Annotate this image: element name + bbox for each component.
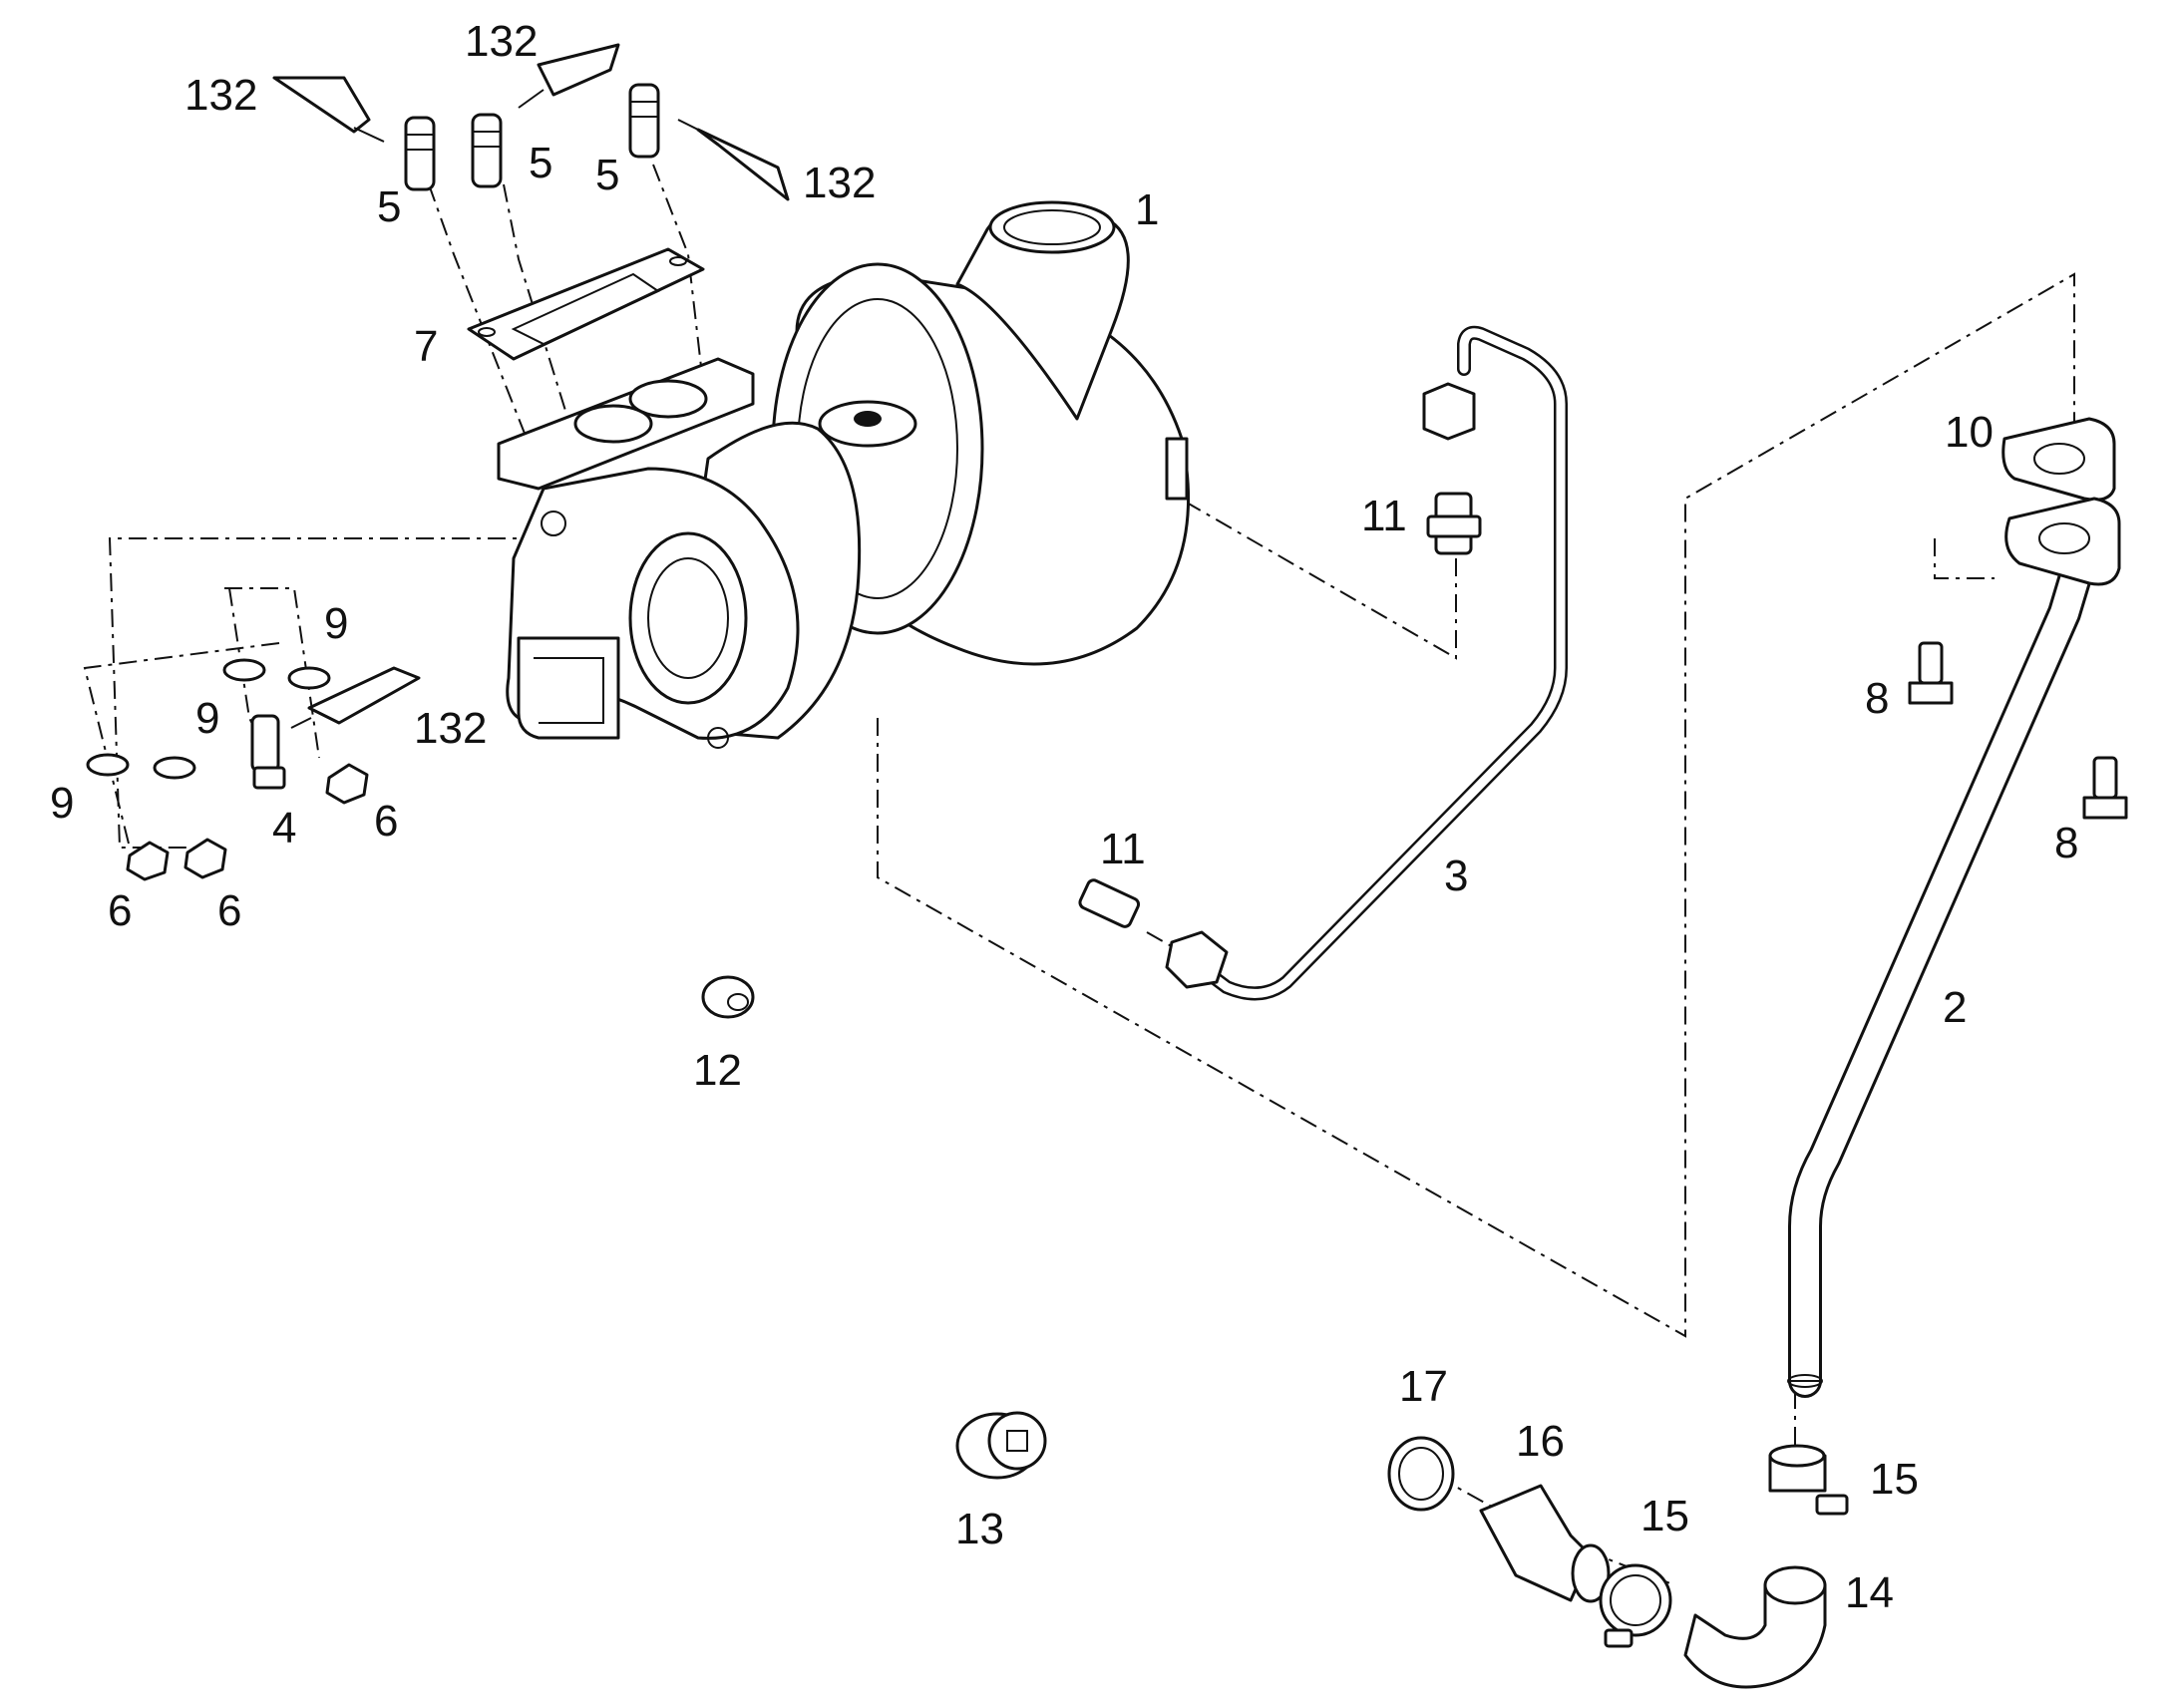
callout-14: 14 (1845, 1568, 1894, 1617)
bolts-8 (1908, 641, 2128, 820)
oil-drain-pipe (1787, 546, 2096, 1398)
callout-7: 7 (414, 322, 438, 371)
callout-11a: 11 (1361, 492, 1407, 540)
callout-6b: 6 (217, 886, 241, 935)
callout-5a: 5 (377, 182, 401, 231)
callout-labels: 1 2 3 4 5 5 5 6 6 6 7 8 8 9 9 9 10 11 11… (50, 17, 2078, 1617)
studs (404, 83, 660, 191)
callout-9b: 9 (195, 694, 219, 743)
callout-2: 2 (1943, 983, 1967, 1032)
callout-4: 4 (272, 804, 296, 853)
callout-1: 1 (1135, 185, 1159, 234)
callout-3: 3 (1444, 852, 1468, 900)
callout-8a: 8 (1865, 674, 1889, 723)
callout-132a: 132 (184, 71, 257, 120)
callout-5b: 5 (529, 139, 552, 187)
callout-9c: 9 (50, 779, 74, 828)
callout-15b: 15 (1640, 1492, 1689, 1540)
oil-feed-tube (1200, 325, 1568, 1001)
fitting-lower (1078, 878, 1229, 989)
plug-12 (701, 975, 755, 1019)
flange-gasket (467, 247, 705, 361)
drain-connection-parts (1387, 1436, 1849, 1689)
drain-flange (2001, 417, 2121, 586)
callout-11b: 11 (1100, 825, 1146, 873)
turbocharger-assembly (497, 200, 1191, 749)
callout-13: 13 (955, 1505, 1004, 1553)
callout-17: 17 (1399, 1362, 1448, 1411)
plug-13 (955, 1411, 1047, 1480)
callout-8b: 8 (2054, 819, 2078, 867)
callout-10: 10 (1945, 408, 1994, 457)
callout-15a: 15 (1870, 1455, 1919, 1504)
sealant-tubes (272, 43, 790, 729)
callout-5c: 5 (595, 151, 619, 199)
fasteners-left (86, 658, 369, 881)
callout-132c: 132 (803, 159, 876, 207)
callout-6c: 6 (374, 797, 398, 846)
fitting-upper (1422, 382, 1482, 555)
callout-12: 12 (693, 1046, 742, 1095)
callout-132b: 132 (465, 17, 538, 66)
callout-16: 16 (1516, 1417, 1565, 1466)
callout-9a: 9 (324, 599, 348, 648)
callout-6a: 6 (108, 886, 132, 935)
callout-132d: 132 (414, 704, 487, 753)
